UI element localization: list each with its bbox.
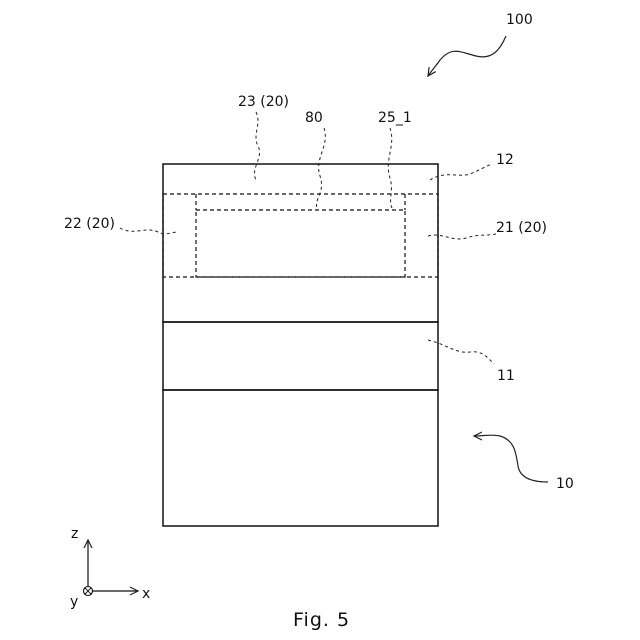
arrow-10 <box>474 435 548 482</box>
label-25-1: 25_1 <box>378 110 412 126</box>
label-22: 22 (20) <box>64 216 115 232</box>
label-23: 23 (20) <box>238 94 289 110</box>
layer-11 <box>163 322 438 390</box>
label-100: 100 <box>506 12 533 28</box>
label-12: 12 <box>496 152 514 168</box>
region-20-dashed <box>163 194 438 277</box>
arrow-100 <box>428 36 506 76</box>
label-11: 11 <box>497 368 515 384</box>
label-21: 21 (20) <box>496 220 547 236</box>
leader-25-1 <box>388 128 392 208</box>
axis-label-z: z <box>71 526 78 542</box>
element-80-dashed <box>196 210 405 277</box>
base-layer-10 <box>163 390 438 526</box>
leader-12 <box>430 164 492 180</box>
figure-caption: Fig. 5 <box>293 609 350 631</box>
axis-label-y: y <box>70 594 78 610</box>
y-axis-into-page-icon <box>84 587 93 596</box>
leader-22 <box>120 228 178 234</box>
label-10: 10 <box>556 476 574 492</box>
layer-12 <box>163 164 438 322</box>
axis-label-x: x <box>142 586 150 602</box>
leader-80 <box>316 128 325 210</box>
label-80: 80 <box>305 110 323 126</box>
leader-23 <box>254 112 259 180</box>
